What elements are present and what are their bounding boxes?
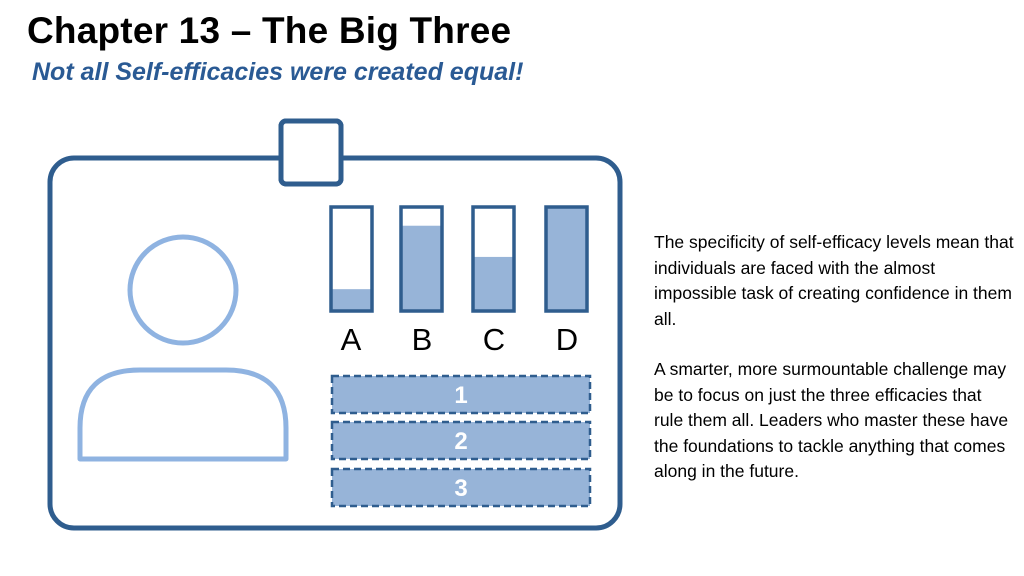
body-paragraph-1: The specificity of self-efficacy levels …: [654, 232, 1014, 329]
user-silhouette-icon: [77, 234, 289, 462]
slot-number-1: 1: [454, 382, 467, 409]
bar-label-c: C: [483, 322, 505, 357]
body-paragraph-2: A smarter, more surmountable challenge m…: [654, 359, 1009, 481]
bar-label-a: A: [341, 322, 362, 357]
slot-number-3: 3: [454, 475, 467, 502]
bar-label-b: B: [412, 322, 433, 357]
efficacy-slot-3: [330, 467, 592, 508]
efficacy-bar-fill-a: [331, 289, 372, 311]
efficacy-slot-2: [330, 420, 592, 461]
efficacy-bar-outline-d: [544, 205, 589, 313]
efficacy-bar-fill-c: [473, 256, 514, 311]
efficacy-slot-1: [330, 374, 592, 415]
id-badge-illustration: A B C D 1 2 3: [47, 118, 623, 531]
efficacy-bar-fill-d: [546, 207, 587, 311]
slot-number-2: 2: [454, 428, 467, 455]
efficacy-bars: [329, 205, 589, 313]
efficacy-bar-outline-c: [471, 205, 516, 313]
bar-label-d: D: [556, 322, 578, 357]
efficacy-bar-fill-b: [401, 225, 442, 311]
slide-subtitle: Not all Self-efficacies were created equ…: [32, 58, 524, 86]
efficacy-bar-outline-a: [329, 205, 374, 313]
efficacy-bar-outline-b: [399, 205, 444, 313]
slide-title: Chapter 13 – The Big Three: [27, 10, 512, 51]
badge-clip-front: [278, 118, 344, 187]
